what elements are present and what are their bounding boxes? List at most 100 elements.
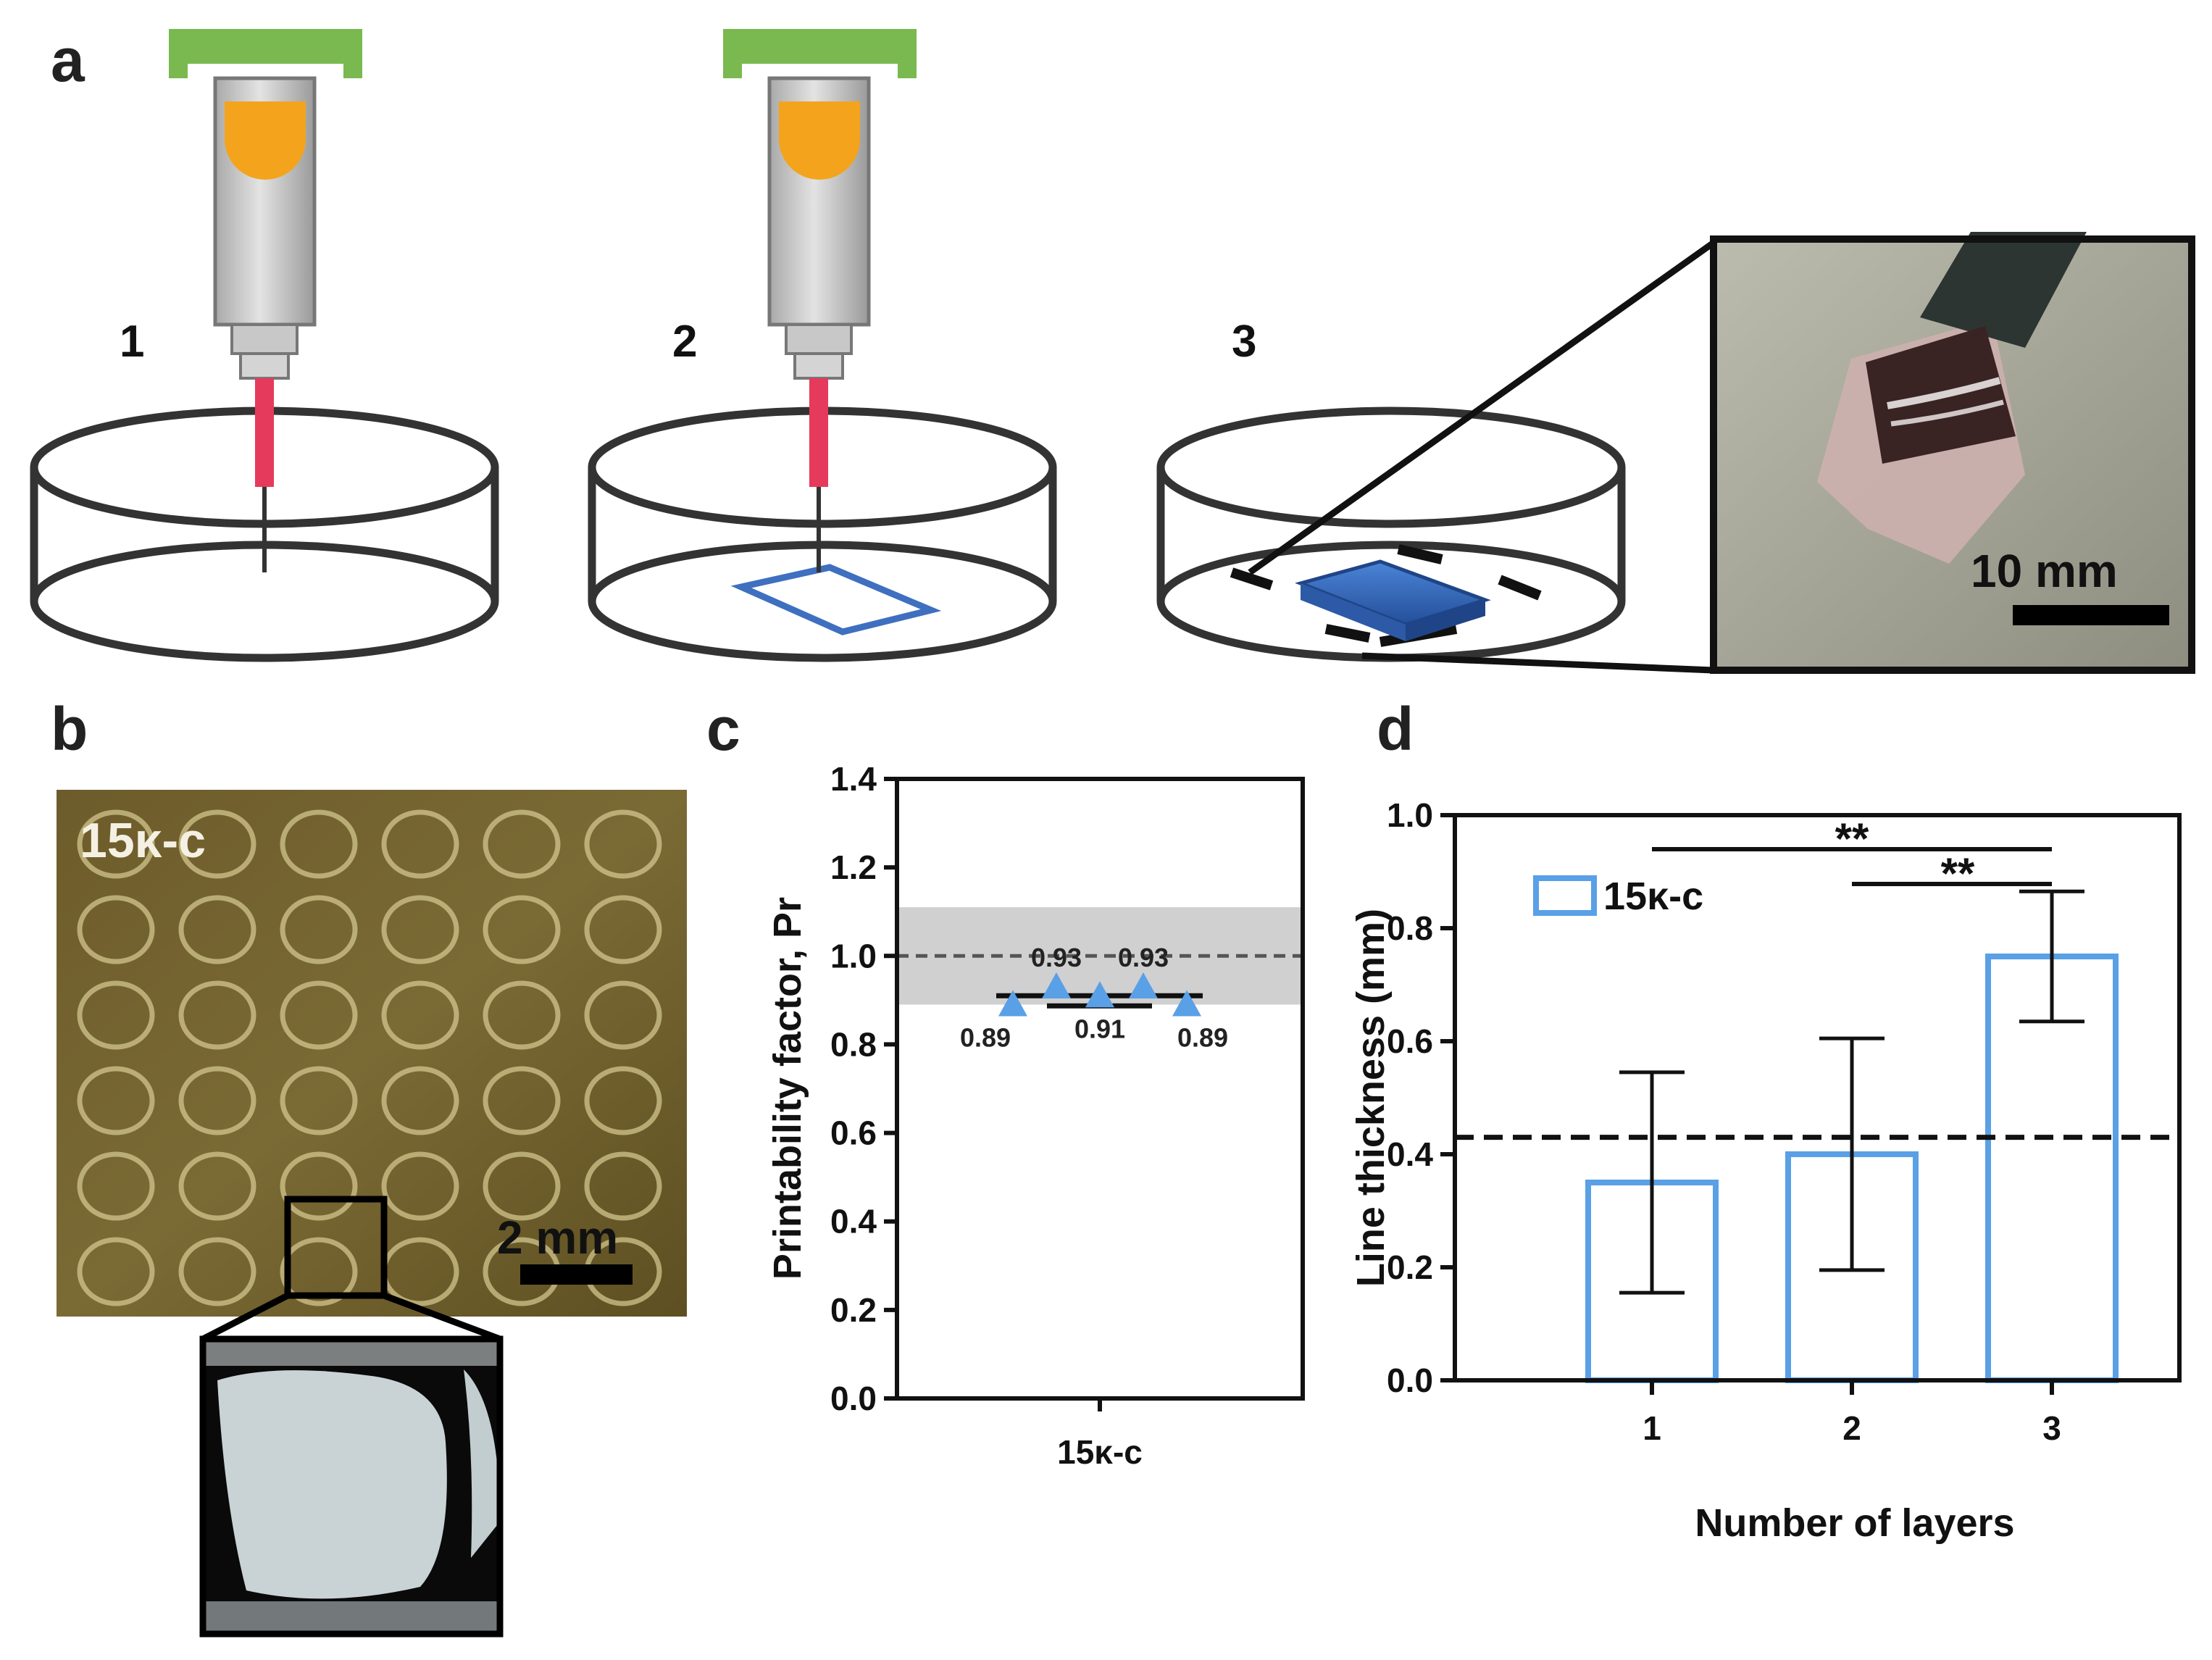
lattice-cell (77, 1066, 155, 1135)
plot-frame (895, 777, 1305, 1401)
lattice-cell (280, 1066, 358, 1135)
lattice-cell (483, 895, 561, 964)
lattice-cells (77, 809, 662, 1306)
data-point (1129, 972, 1158, 999)
lattice-cell (77, 980, 155, 1050)
y-tick-label: 1.0 (1387, 796, 1433, 834)
lattice-cell (77, 895, 155, 964)
lattice-cell (381, 895, 459, 964)
petri-dish-3 (1156, 406, 1626, 662)
lattice-cell (178, 1066, 256, 1135)
legend: 15κ-c (1533, 875, 1703, 918)
significance-label: ** (1941, 849, 1975, 898)
y-tick-label: 1.2 (830, 848, 877, 886)
data-label: 0.93 (1031, 943, 1082, 972)
zoom-line-upper (1248, 240, 1716, 575)
panel-label-c: c (706, 695, 740, 763)
y-tick-label: 0.0 (1387, 1361, 1433, 1399)
y-tick-label: 0.2 (1387, 1248, 1433, 1286)
lattice-cell (280, 1151, 358, 1221)
lattice-cell (280, 1237, 358, 1306)
syringe-2 (723, 29, 917, 572)
y-tick-label: 1.4 (830, 760, 877, 798)
printability-chart: 0.00.20.40.60.81.01.21.4 0.890.930.910.9… (766, 760, 1305, 1471)
y-axis-ticks: 0.0 0.2 0.4 0.6 0.8 1.0 (1387, 796, 1455, 1399)
zoom-line-left (201, 1292, 290, 1343)
legend-label: 15κ-c (1603, 875, 1703, 918)
lattice-cell (178, 895, 256, 964)
data-label: 0.91 (1074, 1014, 1125, 1043)
y-tick-label: 0.8 (830, 1025, 877, 1063)
photo-scale-label: 10 mm (1971, 545, 2118, 597)
line-thickness-chart: ** ** 0.0 0.2 0.4 0.6 0.8 1.0 1 2 3 15κ-c Number… (1349, 796, 2182, 1545)
step-2-label: 2 (672, 317, 697, 367)
step-3-label: 3 (1232, 317, 1256, 367)
zoom-line-lower (1361, 652, 1714, 674)
lattice-cell (483, 809, 561, 879)
x-tick-label: 2 (1842, 1409, 1861, 1447)
y-tick-label: 0.4 (1387, 1135, 1433, 1173)
significance-brackets: ** ** (1652, 814, 2052, 898)
data-point (1042, 972, 1071, 999)
lattice-cell (584, 1066, 662, 1135)
zoom-box (284, 1196, 388, 1299)
micrograph-inset (199, 1335, 504, 1638)
lattice-cell (584, 980, 662, 1050)
lattice-cell (483, 1151, 561, 1221)
y-tick-label: 0.6 (830, 1114, 877, 1152)
lattice-scale-label: 2 mm (497, 1211, 618, 1264)
lattice-cell (584, 895, 662, 964)
lattice-cell (381, 1066, 459, 1135)
y-tick-label: 0.0 (830, 1380, 877, 1417)
lattice-cell (381, 980, 459, 1050)
lattice-cell (77, 1237, 155, 1306)
lattice-cell (584, 809, 662, 879)
data-point (1085, 981, 1114, 1008)
lattice-cell (178, 1151, 256, 1221)
lattice-cell (178, 809, 256, 879)
y-tick-label: 0.8 (1387, 909, 1433, 947)
data-point (1172, 990, 1201, 1017)
y-axis-title: Line thickness (mm) (1349, 909, 1393, 1287)
lattice-photo: 15κ-c 2 mm (57, 790, 687, 1317)
data-label: 0.93 (1118, 943, 1169, 972)
lattice-cell (280, 809, 358, 879)
zoom-line-right (383, 1292, 501, 1343)
step-2-illustration: 2 (588, 29, 1057, 662)
lattice-cell (483, 1066, 561, 1135)
x-axis-ticks: 1 2 3 (1643, 1380, 2061, 1447)
x-tick-label: 15κ-c (1057, 1433, 1143, 1471)
x-tick-label: 1 (1643, 1409, 1661, 1447)
lattice-cell (381, 809, 459, 879)
lattice-cell (77, 1151, 155, 1221)
step-1-label: 1 (120, 317, 144, 367)
lattice-cell (178, 980, 256, 1050)
lattice-scale-bar (520, 1264, 633, 1285)
lattice-cell (178, 1237, 256, 1306)
electrode-marks (1230, 544, 1542, 647)
step-3-illustration: 3 (1156, 240, 1716, 674)
panel-label-d: d (1377, 695, 1414, 763)
lattice-cell (381, 1151, 459, 1221)
data-label: 0.89 (1177, 1022, 1228, 1052)
panel-label-a: a (51, 26, 85, 94)
lattice-cell (280, 980, 358, 1050)
error-bars (1619, 889, 2084, 1295)
x-axis-title: Number of layers (1695, 1501, 2014, 1545)
x-tick-label: 3 (2042, 1409, 2061, 1447)
y-axis-ticks: 0.00.20.40.60.81.01.21.4 (830, 760, 1102, 1417)
lattice-cell (584, 1151, 662, 1221)
petri-dish-2 (588, 406, 1057, 662)
electrode-cable (1920, 232, 2087, 348)
y-tick-label: 0.2 (830, 1291, 877, 1329)
lattice-cell (77, 809, 155, 879)
syringe-1 (169, 29, 362, 572)
legend-swatch (1533, 875, 1597, 916)
y-tick-label: 1.0 (830, 937, 877, 975)
significance-label: ** (1835, 814, 1869, 863)
y-tick-label: 0.6 (1387, 1022, 1433, 1060)
printed-square-outline (730, 564, 942, 635)
printed-block (1295, 559, 1491, 641)
lattice-cell (483, 980, 561, 1050)
